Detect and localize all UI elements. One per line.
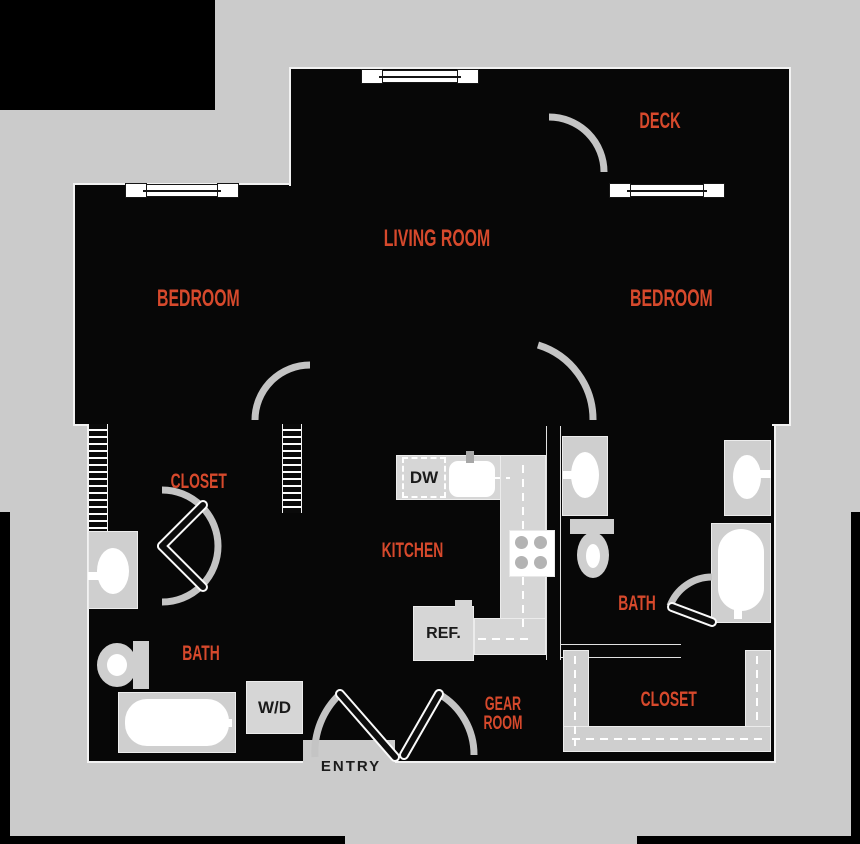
kitchen-counter-bottom [474, 618, 546, 655]
gear-room-label: GEAR ROOM [480, 695, 526, 733]
washer-dryer: W/D [246, 681, 303, 734]
closet-right-label: CLOSET [640, 688, 697, 711]
mat-bottom-tab [345, 836, 637, 844]
dishwasher: DW [402, 457, 446, 498]
window-deck-slider [609, 183, 725, 198]
refrigerator-handle [455, 600, 472, 607]
sink-right-1 [571, 452, 599, 498]
entry-label: ENTRY [320, 758, 382, 775]
refrigerator: REF. [413, 606, 474, 661]
tub-right-faucet [734, 605, 742, 619]
tub-left [125, 699, 229, 746]
refrigerator-label: REF. [426, 624, 461, 642]
tub-right [718, 529, 764, 611]
wall-hatch-closet [282, 424, 302, 513]
gear-room-label-line2: ROOM [483, 713, 523, 734]
wall-hatch-left [88, 424, 108, 531]
washer-dryer-label: W/D [257, 697, 292, 717]
bedroom-right-label: BEDROOM [630, 285, 713, 312]
dishwasher-label: DW [409, 467, 439, 487]
bath-right-label: BATH [618, 592, 656, 615]
toilet-left-tank [133, 641, 149, 689]
closet-left-label: CLOSET [170, 470, 227, 493]
bath-left-label: BATH [182, 642, 220, 665]
living-room-label: LIVING ROOM [383, 225, 491, 252]
gear-room-label-line1: GEAR [484, 694, 522, 715]
kitchen-label: KITCHEN [381, 539, 444, 562]
window-living-room [361, 69, 479, 84]
sink-left [97, 548, 129, 594]
toilet-left-hole [107, 654, 127, 676]
deck-label: DECK [639, 108, 681, 133]
toilet-right-tank [570, 519, 614, 534]
sink-right-2 [733, 455, 761, 499]
kitchen-faucet [466, 451, 474, 463]
window-bedroom-left [125, 183, 239, 198]
bedroom-left-label: BEDROOM [157, 285, 240, 312]
faucet-right-1 [563, 471, 575, 479]
faucet-right-2 [759, 470, 771, 478]
faucet-left [88, 572, 100, 580]
main-block [289, 67, 791, 426]
kitchen-sink [449, 461, 495, 497]
tub-left-faucet [220, 719, 232, 727]
toilet-right-hole [586, 544, 600, 568]
